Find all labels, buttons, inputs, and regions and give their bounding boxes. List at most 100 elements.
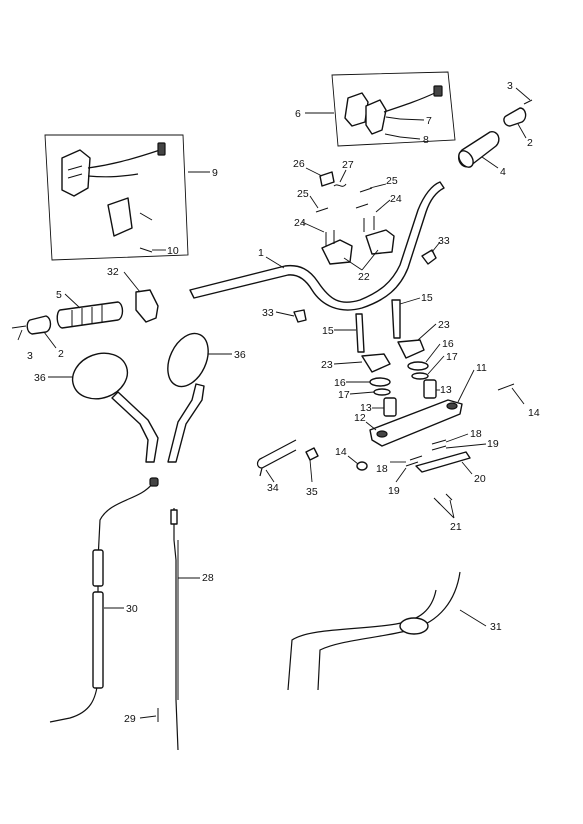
cable-clip-34 [256,439,297,477]
left-bar-end-weight [26,315,52,335]
yoke-hole-right [446,402,458,410]
bolt-35 [305,447,319,461]
callout-21: 21 [450,521,462,533]
spring-27 [333,183,347,187]
callout-18-left: 18 [376,463,388,475]
clip-33-right [421,249,437,265]
leader-18r [445,433,469,443]
callout-11: 11 [476,362,487,374]
right-bar-end-weight [503,107,527,127]
callout-6: 6 [295,108,301,120]
left-switch-group-box [44,134,189,261]
right-switch-housing-group [331,71,456,147]
rubber-16-right [407,361,429,371]
callout-14-right: 14 [528,407,540,419]
leader-35 [309,459,313,483]
right-switch-screw-8 [384,133,401,138]
leader-23l [333,361,363,365]
left-switch-wires [87,149,161,178]
leader-8 [399,136,421,140]
callout-3-left: 3 [27,350,33,362]
callout-20: 20 [474,473,486,485]
callout-4: 4 [500,166,506,178]
callout-27: 27 [342,159,354,171]
left-switch-clamp [107,197,133,237]
left-switch-connector [157,142,166,156]
leader-1 [265,256,285,269]
callout-10: 10 [167,245,179,257]
leader-22 [343,249,379,271]
callout-13-left: 13 [360,402,372,414]
rubber-16-left [369,377,391,387]
nut-14 [356,461,368,471]
leader-24r [375,199,391,213]
bush-13-left [383,397,397,417]
leader-23r [417,323,437,341]
leader-17r [427,355,445,375]
callout-23-left: 23 [321,359,333,371]
speedo-cable-28 [173,508,179,751]
clamp-bolts-24 [325,216,375,246]
callout-14-left: 14 [335,446,347,458]
callout-18-right: 18 [470,428,482,440]
leader-16r [425,343,441,363]
leader-11 [457,369,475,403]
leader-19l [395,467,407,483]
left-grip [56,301,124,329]
callout-22: 22 [358,271,370,283]
leader-2r [517,123,527,139]
throttle-cables-31 [287,571,461,691]
washer-17-left [373,388,391,396]
yoke-bolt-14 [497,383,515,391]
leader-26 [305,167,323,177]
callout-23-right: 23 [438,319,450,331]
cable-30-end [149,477,159,487]
callout-29: 29 [124,713,136,725]
washers-18-19 [405,439,447,467]
callout-34: 34 [267,482,279,494]
callout-33-right: 33 [438,235,450,247]
right-mirror [167,332,209,463]
leader-29 [139,715,157,719]
leader-27 [339,169,347,183]
fastener-33-left [293,309,307,323]
leader-25l [309,195,319,209]
callout-17-right: 17 [446,351,458,363]
left-mirror-stem [111,391,159,463]
handlebar [189,181,445,311]
right-switch-wire [383,91,438,113]
throttle-cable-b [317,571,461,691]
left-bar-end-screw [11,325,27,329]
leader-33l [275,311,295,317]
leader-14l [347,455,359,465]
riser-bolt-left [355,313,365,353]
bush-13-right [423,379,437,399]
callout-7: 7 [426,115,432,127]
right-mirror-head [167,332,209,388]
callout-36-right: 36 [234,349,246,361]
leader-5 [64,293,81,309]
right-switch-housing-half [365,99,387,135]
left-mirror-head [71,352,129,400]
left-switch-buttons [67,165,83,179]
callout-15-right: 15 [421,292,433,304]
clip-26 [319,171,335,187]
left-grip-ribs [71,305,103,326]
riser-right [397,339,425,359]
callout-25-right: 25 [386,175,398,187]
callout-19-left: 19 [388,485,400,497]
right-switch-connector [433,85,443,97]
leader-2l [43,331,57,349]
callout-35: 35 [306,486,318,498]
callout-2-right: 2 [527,137,533,149]
washer-17-right [411,372,429,380]
callout-25-left: 25 [297,188,309,200]
leader-7 [399,118,425,121]
leader-31 [459,609,487,627]
callout-32: 32 [107,266,119,278]
right-switch-group-box [331,71,456,147]
top-yoke [369,399,463,447]
cable-28-end [170,509,178,525]
riser-bolt-right [391,299,401,339]
callout-labels: 1 2 2 3 3 4 5 6 7 8 9 10 11 12 13 13 14 … [27,80,540,725]
